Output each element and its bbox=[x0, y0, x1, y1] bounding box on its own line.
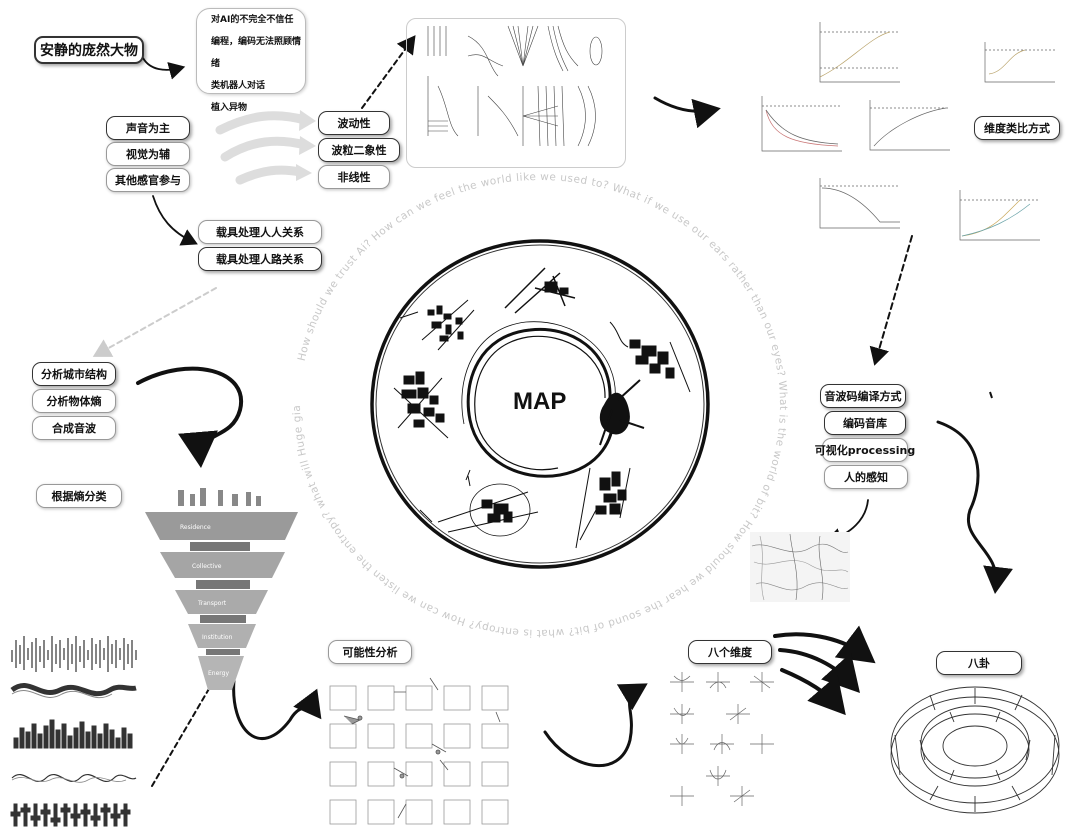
node-city-structure[interactable]: 分析城市结构 bbox=[32, 362, 116, 386]
concerns-note: 对AI的不完全不信任 编程，编码无法照顾情绪 类机器人对话 植入异物 bbox=[196, 8, 306, 113]
node-eight-dims[interactable]: 八个维度 bbox=[688, 640, 772, 664]
concern-item: 对AI的不完全不信任 bbox=[211, 15, 294, 25]
node-human-perception[interactable]: 人的感知 bbox=[824, 465, 908, 489]
node-sound-main[interactable]: 声音为主 bbox=[106, 116, 190, 140]
node-entropy-class[interactable]: 根据熵分类 bbox=[36, 484, 122, 508]
possibility-grid bbox=[329, 677, 509, 825]
dimension-graphs bbox=[761, 22, 1055, 241]
map-circle bbox=[370, 239, 710, 569]
node-sound-encoding[interactable]: 音波码编译方式 bbox=[820, 384, 906, 408]
node-visual-processing[interactable]: 可视化processing bbox=[815, 438, 915, 462]
node-vehicle-road[interactable]: 载具处理人路关系 bbox=[198, 247, 322, 271]
node-nonlinear[interactable]: 非线性 bbox=[318, 165, 390, 189]
node-giant[interactable]: 安静的庞然大物 bbox=[34, 36, 144, 64]
node-code-library[interactable]: 编码音库 bbox=[824, 411, 906, 435]
node-dimension-compare[interactable]: 维度类比方式 bbox=[974, 116, 1060, 140]
concern-item: 类机器人对话 bbox=[211, 81, 266, 91]
node-synth-wave[interactable]: 合成音波 bbox=[32, 416, 116, 440]
node-object-entropy[interactable]: 分析物体熵 bbox=[32, 389, 116, 413]
ink-blob bbox=[599, 379, 645, 446]
inner-loop bbox=[461, 321, 616, 478]
wave-experiments-panel bbox=[427, 25, 603, 147]
node-possibility[interactable]: 可能性分析 bbox=[328, 640, 412, 664]
map-title: MAP bbox=[513, 388, 567, 415]
grey-arrows bbox=[215, 111, 310, 185]
eight-dimensions-plots bbox=[670, 672, 774, 806]
node-other-senses[interactable]: 其他感官参与 bbox=[106, 168, 190, 192]
entropy-tower bbox=[145, 488, 298, 690]
node-wave[interactable]: 波动性 bbox=[318, 111, 390, 135]
city-fragments bbox=[393, 267, 691, 549]
bagua-model bbox=[890, 686, 1060, 814]
wave-panel-frame bbox=[406, 18, 626, 168]
node-wave-particle[interactable]: 波粒二象性 bbox=[318, 138, 400, 162]
concern-item: 植入异物 bbox=[211, 103, 248, 113]
concern-item: 编程，编码无法照顾情绪 bbox=[211, 37, 302, 69]
heatmap-texture bbox=[750, 532, 850, 602]
sound-waves bbox=[10, 636, 137, 827]
black-arrows bbox=[136, 57, 1013, 768]
node-bagua[interactable]: 八卦 bbox=[936, 651, 1022, 675]
node-vision-aux[interactable]: 视觉为辅 bbox=[106, 142, 190, 166]
node-vehicle-people[interactable]: 载具处理人人关系 bbox=[198, 220, 322, 244]
